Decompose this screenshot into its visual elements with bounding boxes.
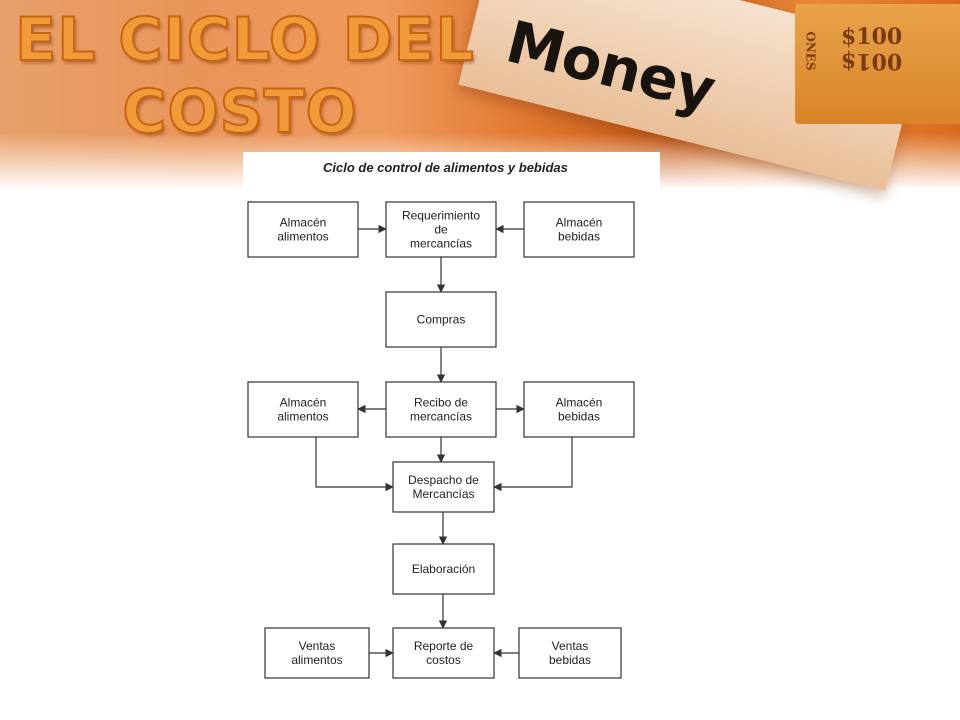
node-box — [518, 627, 622, 679]
bill-side-text: ONES — [803, 31, 818, 71]
node-label: de — [434, 223, 448, 237]
node-label: Almacén — [556, 396, 603, 410]
node-label: Almacén — [280, 216, 327, 230]
node-label: bebidas — [549, 653, 591, 667]
node-label: Ventas — [552, 639, 589, 653]
node-label: Requerimiento — [402, 209, 480, 223]
node-label: mercancías — [410, 410, 472, 424]
node-box — [392, 461, 495, 513]
header-banner: Money $100 001$ ONES EL CICLO DEL COSTO — [0, 0, 960, 191]
node-box — [385, 291, 497, 348]
arrow-almacen_alimentos_2-to-despacho — [315, 437, 394, 492]
dollar-bills-photo: $100 001$ ONES — [795, 4, 960, 124]
node-label: Mercancías — [412, 487, 474, 501]
node-label: Ventas — [299, 639, 336, 653]
nodes-layer: AlmacénalimentosRequerimientodemercancía… — [247, 201, 635, 679]
flowchart-svg: Ciclo de control de alimentos y bebidas … — [247, 160, 635, 679]
node-box — [264, 627, 370, 679]
node-box — [392, 543, 495, 595]
node-box — [385, 201, 497, 258]
node-label: Almacén — [556, 216, 603, 230]
node-label: Despacho de — [408, 473, 479, 487]
diagram-heading: Ciclo de control de alimentos y bebidas — [323, 160, 568, 175]
bill-top-text: $100 — [841, 24, 903, 50]
node-label: bebidas — [558, 410, 600, 424]
node-label: bebidas — [558, 230, 600, 244]
bill-mid-text: 001$ — [841, 48, 903, 74]
node-box — [385, 381, 497, 438]
slide-title-line2: COSTO — [121, 77, 358, 147]
node-label: Recibo de — [414, 396, 468, 410]
node-label: Compras — [417, 313, 466, 327]
node-box — [523, 201, 635, 258]
node-label: Almacén — [280, 396, 327, 410]
node-label: costos — [426, 653, 461, 667]
node-box — [247, 381, 359, 438]
node-label: alimentos — [277, 410, 328, 424]
slide-title-line1: EL CICLO DEL — [14, 5, 475, 75]
node-label: Elaboración — [412, 562, 475, 576]
flowchart-diagram: Ciclo de control de alimentos y bebidas … — [243, 152, 660, 700]
node-box — [247, 201, 359, 258]
node-compras: Compras — [385, 291, 497, 348]
node-box — [392, 627, 495, 679]
node-label: alimentos — [291, 653, 342, 667]
arrow-almacen_bebidas_2-to-despacho — [493, 437, 573, 492]
node-label: Reporte de — [414, 639, 474, 653]
edges-layer — [315, 224, 573, 658]
node-label: alimentos — [277, 230, 328, 244]
node-box — [523, 381, 635, 438]
node-elaboracion: Elaboración — [392, 543, 495, 595]
node-label: mercancías — [410, 237, 472, 251]
